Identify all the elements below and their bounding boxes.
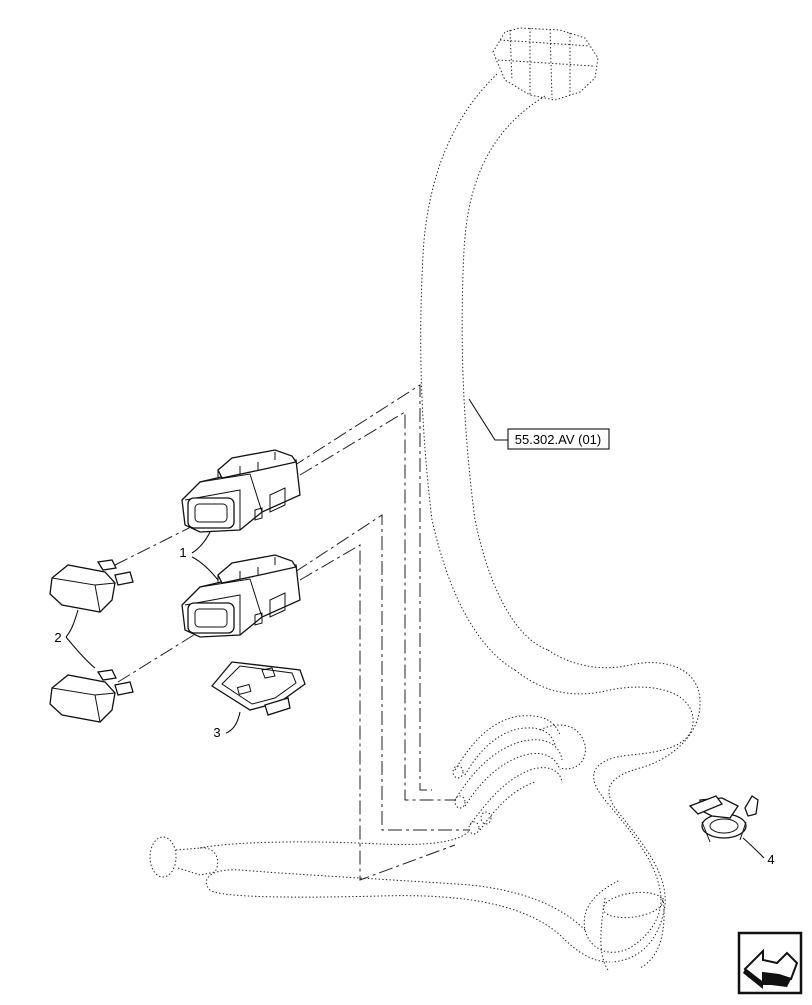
leader-lines: [65, 398, 765, 859]
reference-label: 55.302.AV (01): [515, 432, 601, 447]
callout-1: 1: [179, 545, 186, 560]
assembly-lines: [114, 384, 470, 881]
fuse-upper: [49, 559, 134, 613]
cable-clip: [688, 795, 759, 843]
page-arrow-button[interactable]: [735, 929, 805, 996]
callout-2: 2: [54, 630, 61, 645]
connector-housing-upper: [181, 449, 301, 533]
wire-harness: [149, 27, 701, 971]
fuse-lower: [49, 669, 134, 723]
callout-4: 4: [767, 852, 774, 867]
reference-label-box[interactable]: 55.302.AV (01): [507, 428, 610, 450]
connector-housing-lower: [181, 554, 301, 638]
mounting-bracket: [211, 661, 306, 716]
callout-3: 3: [213, 725, 220, 740]
arrow-page-icon: [737, 931, 803, 995]
